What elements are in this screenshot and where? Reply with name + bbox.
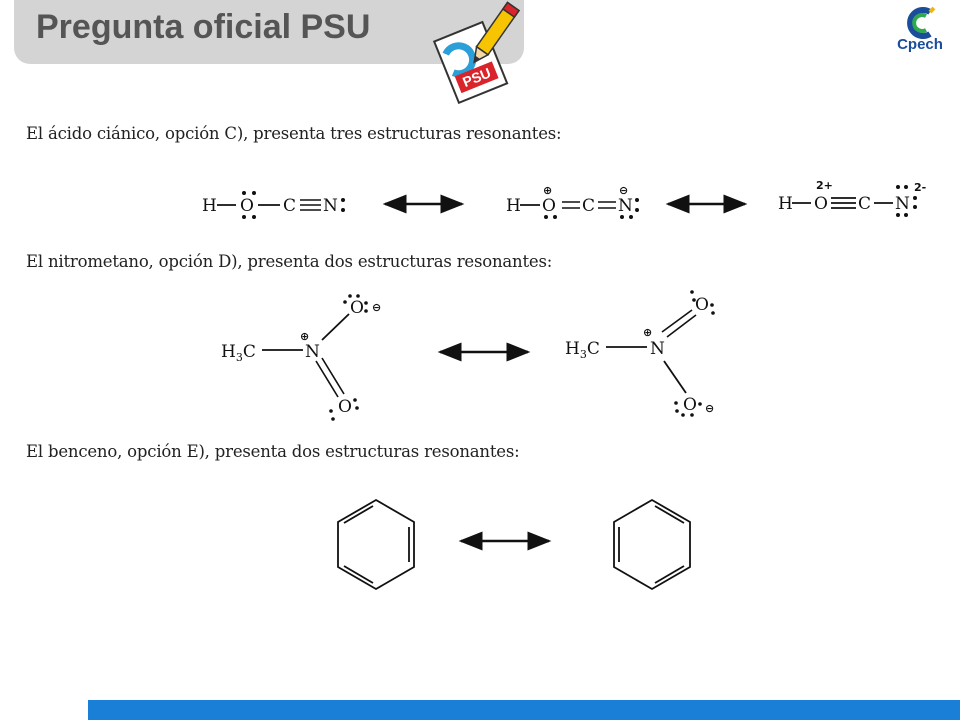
atom-h: H: [565, 339, 580, 359]
positive-charge: ⊕: [300, 330, 309, 343]
nitromethane-structure-1: H3C N ⊕ O ⊖ O: [221, 294, 381, 421]
cpech-logo: Cpech: [890, 4, 950, 60]
lone-pair-dots: [242, 191, 256, 219]
positive-charge: ⊕: [643, 326, 652, 339]
logo-text: Cpech: [897, 36, 943, 53]
cyanic-structure-3: H O 2+ C N 2-: [778, 179, 926, 217]
subscript-3: 3: [236, 351, 243, 364]
cyanic-structure-1: H O C N: [202, 191, 345, 219]
negative-charge: ⊖: [705, 402, 714, 415]
atom-o: O: [542, 196, 556, 216]
atom-n: N: [618, 196, 633, 216]
atom-h: H: [221, 342, 236, 362]
atom-o: O: [814, 194, 828, 214]
benzene-structure-2: [613, 498, 691, 591]
negative-charge: ⊖: [372, 301, 381, 314]
subscript-3: 3: [580, 348, 587, 361]
nitromethane-structure-2: H3C N ⊕ O O ⊖: [565, 290, 715, 417]
atom-h: H: [202, 196, 217, 216]
atom-n: N: [305, 342, 320, 362]
atom-c: C: [587, 339, 600, 359]
atom-c: C: [283, 196, 296, 216]
cyanic-structure-2: H O ⊕ C N ⊖: [506, 184, 639, 219]
atom-c: C: [858, 194, 871, 214]
svg-text:H3C: H3C: [565, 339, 600, 361]
positive-charge: ⊕: [543, 184, 552, 197]
benzene-structure-1: [337, 498, 415, 591]
cpech-logo-icon: [907, 6, 936, 39]
page-title: Pregunta oficial PSU: [36, 8, 371, 46]
negative-charge: ⊖: [619, 184, 628, 197]
atom-h: H: [778, 194, 793, 214]
psu-pencil-icon: PSU: [432, 1, 521, 104]
charge-two-minus: 2-: [914, 181, 926, 194]
svg-text:H3C: H3C: [221, 342, 256, 364]
section-heading-cyanic-acid: El ácido ciánico, opción C), presenta tr…: [26, 124, 562, 143]
atom-o: O: [683, 395, 697, 415]
charge-two-plus: 2+: [816, 179, 833, 192]
resonance-diagrams: H O C N H O ⊕ C N ⊖: [202, 179, 926, 591]
section-heading-benzene: El benceno, opción E), presenta dos estr…: [26, 442, 520, 461]
footer-bar: [88, 700, 960, 720]
atom-n: N: [650, 339, 665, 359]
atom-c: C: [582, 196, 595, 216]
atom-o: O: [695, 295, 709, 315]
section-heading-nitromethane: El nitrometano, opción D), presenta dos …: [26, 252, 553, 271]
atom-o: O: [350, 298, 364, 318]
atom-c: C: [243, 342, 256, 362]
atom-o: O: [240, 196, 254, 216]
atom-n: N: [895, 194, 910, 214]
atom-n: N: [323, 196, 338, 216]
atom-o: O: [338, 397, 352, 417]
atom-h: H: [506, 196, 521, 216]
